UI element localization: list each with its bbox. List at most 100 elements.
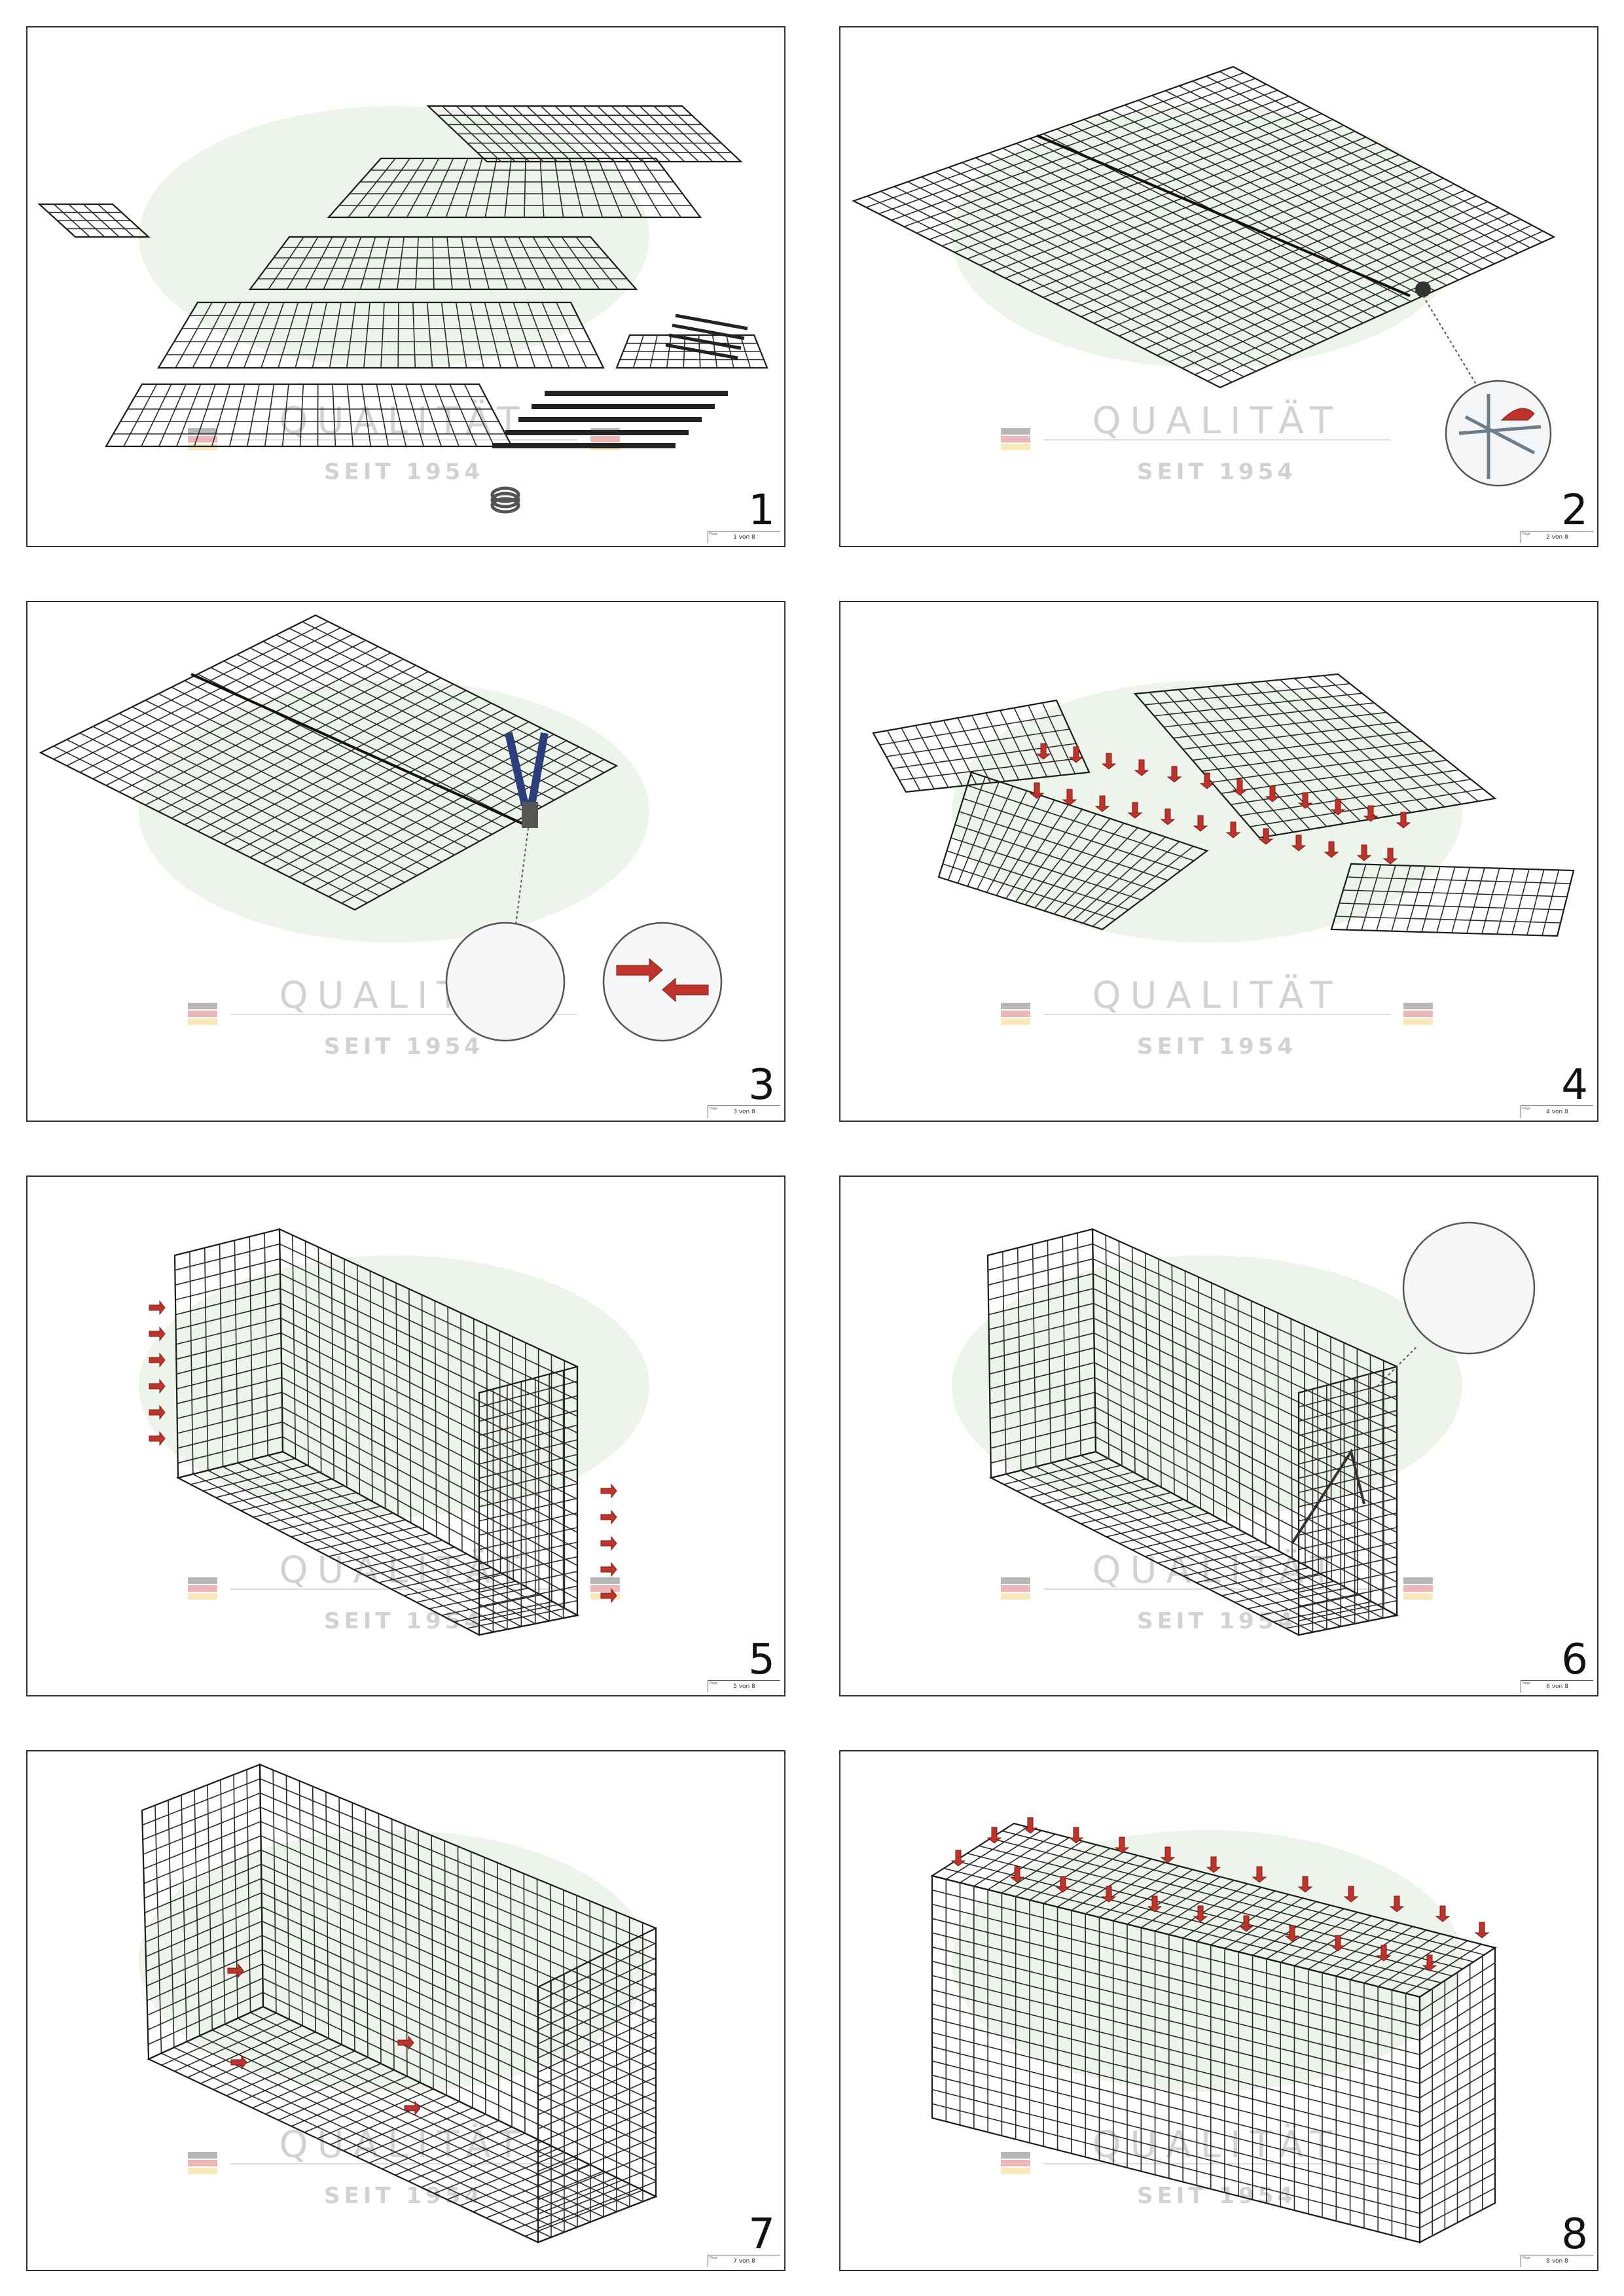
red-arrow-icon: [1206, 1856, 1221, 1873]
red-arrow-icon: [149, 1378, 166, 1394]
red-arrow-icon: [1193, 1905, 1208, 1922]
red-arrow-icon: [1101, 1886, 1117, 1903]
red-arrow-icon: [1009, 1866, 1025, 1883]
red-arrow-icon: [1101, 753, 1117, 770]
svg-text:QUALITÄT: QUALITÄT: [1092, 400, 1341, 442]
watermark: QUALITÄT SEIT 1954: [952, 1830, 1462, 2209]
red-arrow-icon: [149, 1352, 166, 1368]
fold-up-walls-illustration: QUALITÄT SEIT 1954: [139, 1228, 649, 1636]
red-arrow-icon: [1343, 1886, 1359, 1903]
coil-joint: [1415, 281, 1431, 297]
red-arrow-icon: [1225, 821, 1241, 838]
top-mesh: [1133, 673, 1497, 839]
mesh-wires: [1335, 864, 1571, 936]
attach-side-panels-illustration: QUALITÄT SEIT 1954: [872, 673, 1575, 1060]
red-arrow-icon: [1166, 766, 1182, 783]
red-arrow-icon: [1029, 782, 1045, 799]
red-arrow-icon: [149, 1405, 166, 1420]
mesh-wires: [1419, 1956, 1496, 2236]
twist-arrow: [1500, 408, 1535, 421]
press-arrow-left: [616, 958, 663, 983]
mesh-wires: [438, 105, 731, 162]
red-arrow-icon: [1160, 1846, 1176, 1863]
red-arrow-icon: [600, 1588, 617, 1604]
red-arrow-icon: [1297, 792, 1313, 809]
clip-rows: [492, 391, 728, 448]
red-arrow-icon: [1284, 1925, 1300, 1942]
red-arrow-icon: [149, 1431, 166, 1446]
mesh-wires: [339, 158, 692, 218]
red-arrow-icon: [1363, 805, 1379, 822]
svg-text:QUALITÄT: QUALITÄT: [1092, 1549, 1341, 1592]
svg-text:SEIT 1954: SEIT 1954: [324, 2183, 484, 2209]
watermark: QUALITÄT SEIT 1954: [139, 106, 649, 485]
red-arrow-icon: [227, 1963, 244, 1979]
close-lid-illustration: QUALITÄT SEIT 1954: [930, 1817, 1497, 2244]
red-arrow-icon: [600, 1483, 617, 1499]
red-arrow-icon: [1127, 802, 1143, 819]
step-number: 4: [1561, 1061, 1588, 1109]
spacer-rod: [1291, 1448, 1365, 1545]
mesh-wires: [866, 71, 1543, 383]
red-arrow-icon: [404, 2100, 421, 2116]
red-arrow-icon: [1382, 848, 1398, 865]
step-number: 5: [748, 1636, 775, 1684]
insert-spacer-rods-illustration: QUALITÄT SEIT 1954: [952, 1221, 1536, 1636]
step-number: 2: [1561, 486, 1588, 535]
mesh-wires: [142, 1769, 264, 2054]
red-arrow-icon: [986, 1827, 1002, 1844]
mesh-wires: [48, 204, 140, 238]
red-arrow-icon: [600, 1562, 617, 1577]
red-arrow-icon: [1389, 1895, 1405, 1912]
mesh-wires: [113, 384, 505, 447]
svg-text:SEIT 1954: SEIT 1954: [324, 1033, 484, 1060]
red-arrow-icon: [1062, 789, 1077, 806]
red-arrow-icon: [1147, 1895, 1163, 1912]
red-arrow-icon: [1435, 1905, 1451, 1922]
svg-text:QUALITÄT: QUALITÄT: [1092, 2124, 1341, 2166]
step-number: 6: [1561, 1636, 1588, 1684]
join-grid-with-coil-illustration: QUALITÄT SEIT 1954: [852, 65, 1556, 487]
mesh-wires: [166, 302, 597, 368]
red-arrow-icon: [230, 2054, 247, 2070]
red-arrow-icon: [1036, 743, 1051, 760]
mesh-wires: [620, 334, 764, 368]
mesh-wires: [258, 236, 627, 290]
mesh-wires: [175, 1232, 283, 1475]
red-arrow-icon: [149, 1326, 166, 1342]
gabion-box-closed: [930, 1822, 1497, 2244]
red-arrow-icon: [1258, 828, 1274, 845]
red-arrow-icon: [1291, 834, 1307, 852]
step-number: 7: [748, 2210, 775, 2259]
red-arrow-icon: [1134, 759, 1149, 776]
svg-text:SEIT 1954: SEIT 1954: [1137, 1033, 1297, 1060]
step-number: 3: [748, 1061, 775, 1109]
parts-overview-illustration: QUALITÄT SEIT 1954: [37, 105, 768, 514]
mesh-wires: [1003, 1455, 1384, 1633]
red-arrow-icon: [1160, 808, 1176, 825]
red-arrow-icon: [1193, 815, 1208, 832]
detail-magnifier-open: [445, 922, 566, 1042]
red-arrow-icon: [1297, 1876, 1313, 1893]
mesh-wires: [1092, 1235, 1398, 1609]
red-arrow-icon: [1265, 785, 1280, 802]
fill-with-stones-illustration: QUALITÄT SEIT 1954: [139, 1763, 658, 2244]
step-number: 1: [748, 486, 775, 535]
detail-magnifier-closed: [602, 922, 723, 1042]
svg-text:SEIT 1954: SEIT 1954: [324, 459, 484, 485]
svg-text:SEIT 1954: SEIT 1954: [1137, 459, 1297, 485]
mesh-wires: [943, 776, 1195, 927]
joint-line: [190, 673, 526, 826]
mesh-wires: [879, 702, 1083, 791]
red-arrow-icon: [1356, 844, 1372, 861]
